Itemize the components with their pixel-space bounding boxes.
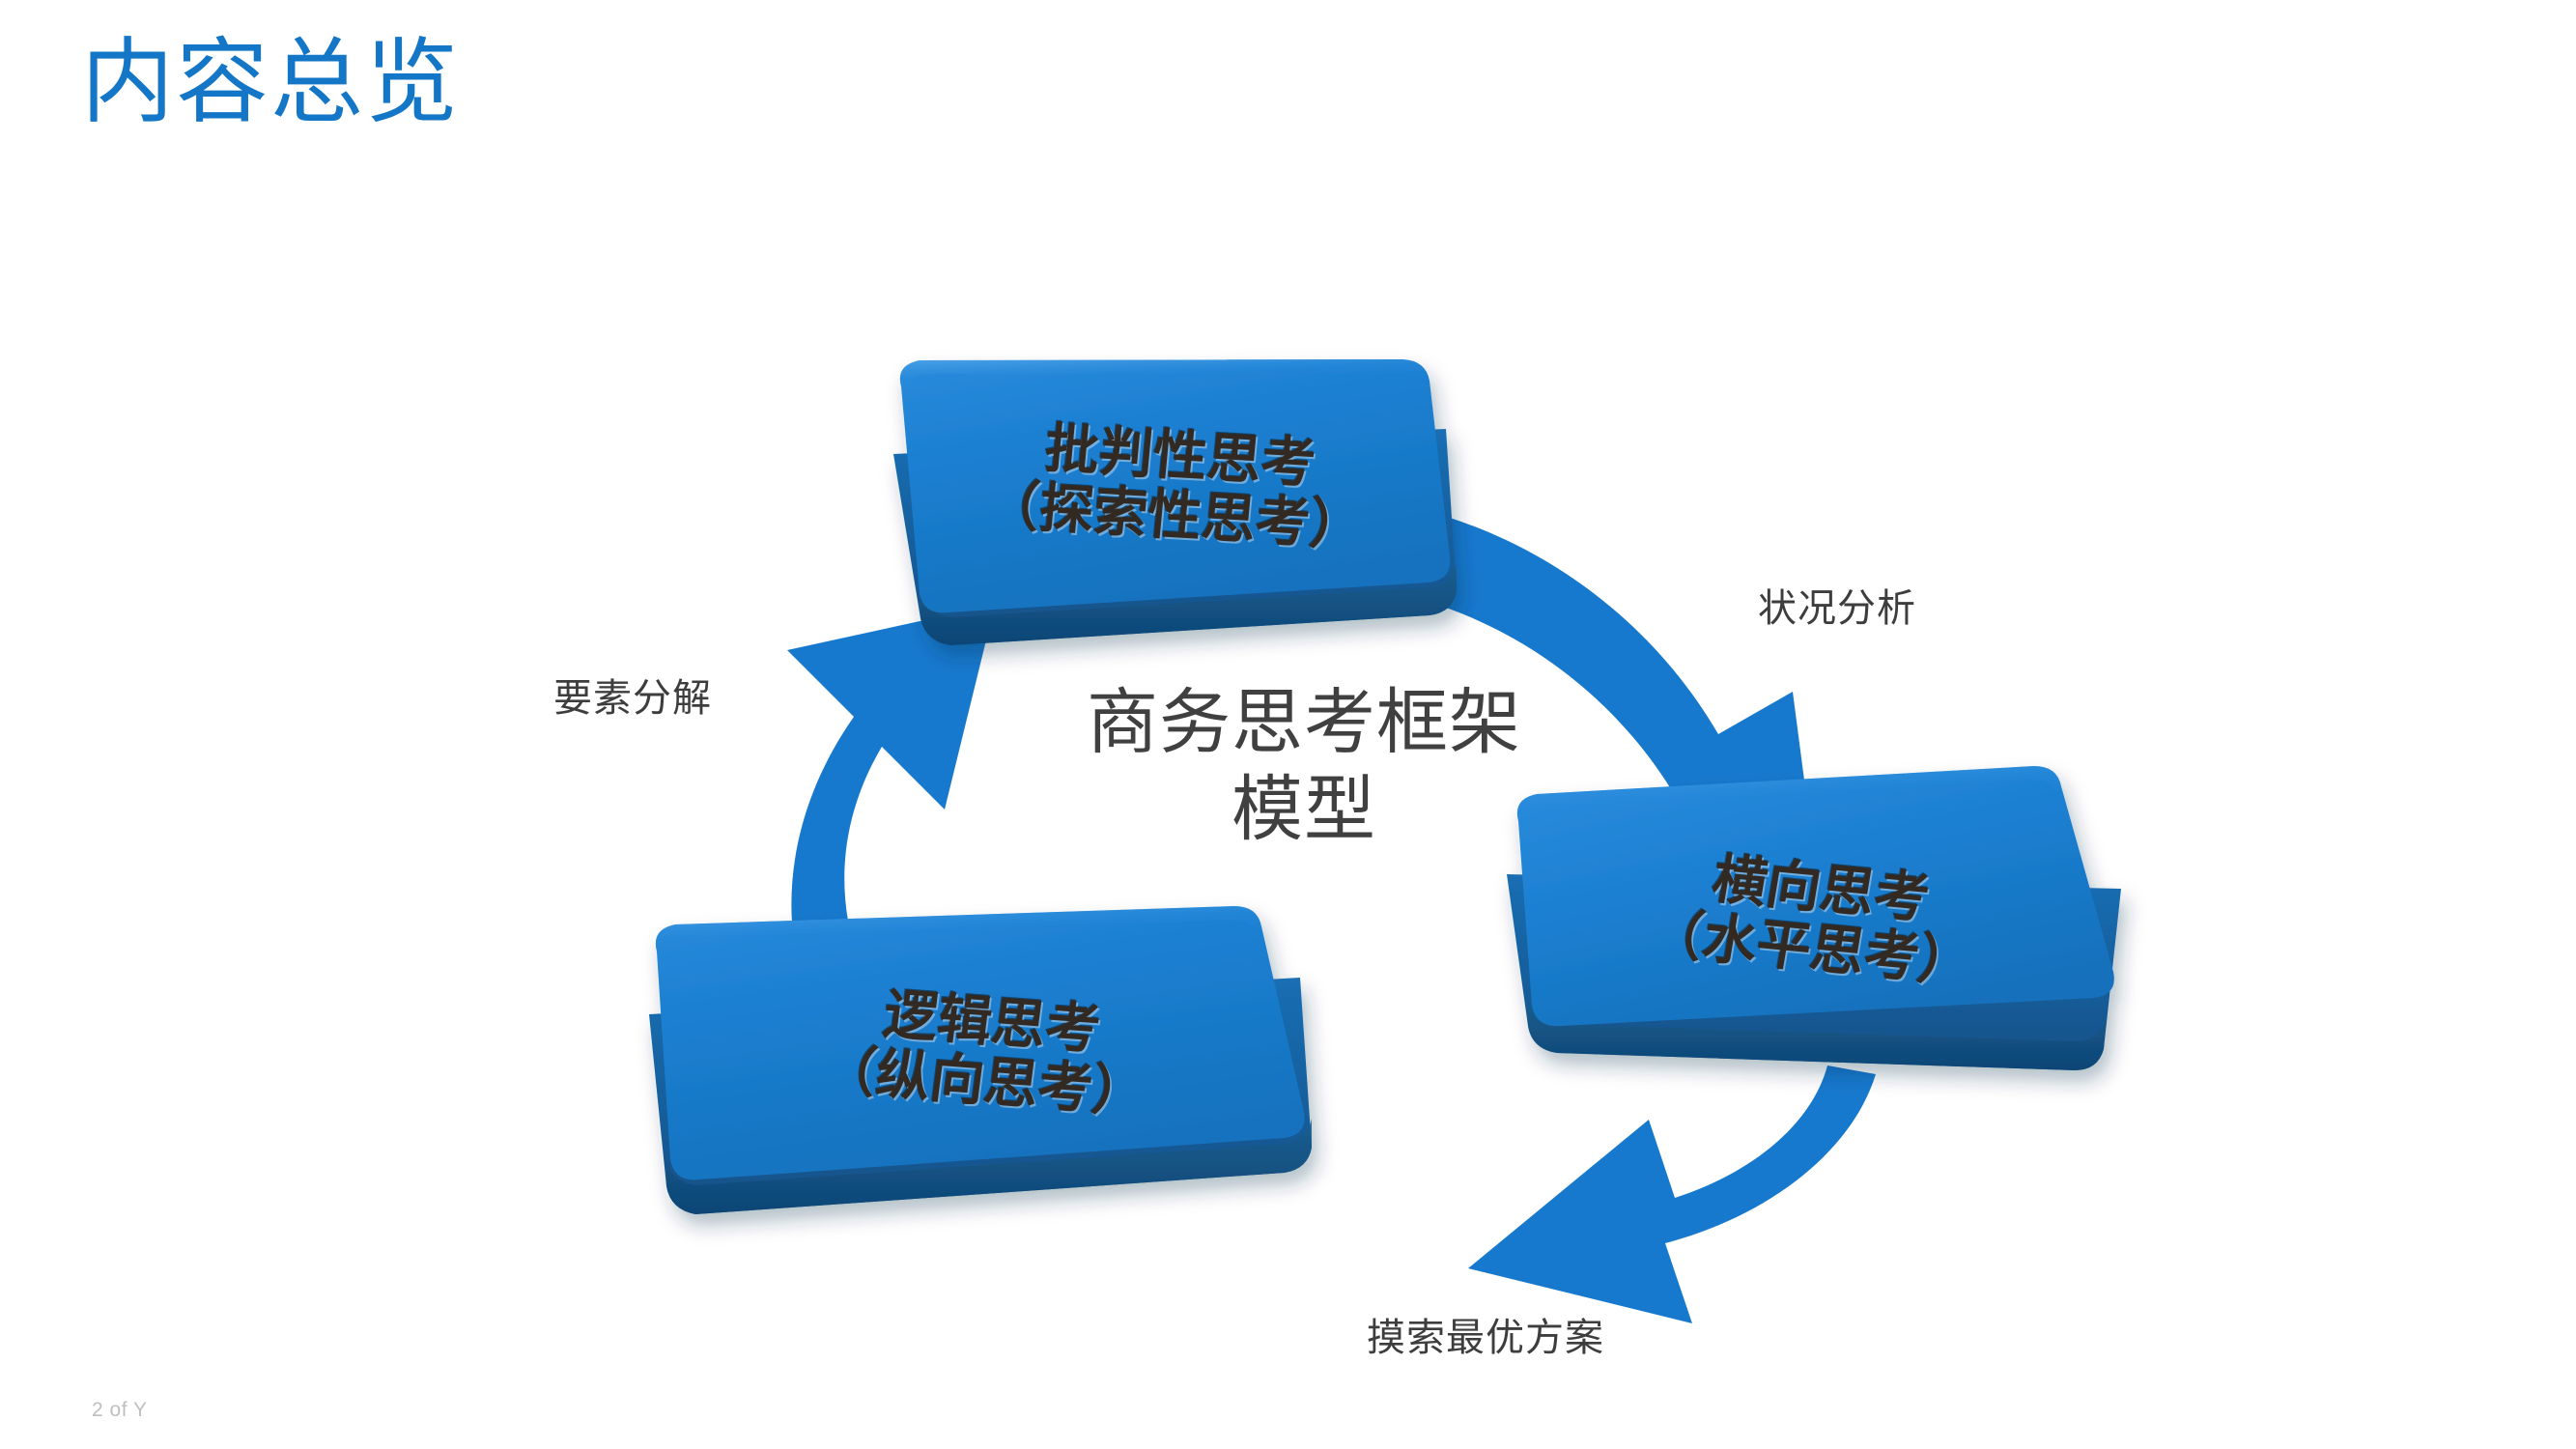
node-critical-thinking[interactable]: 批判性思考 （探索性思考）: [893, 359, 1457, 645]
node-label-logical-thinking: 逻辑思考 （纵向思考）: [674, 937, 1302, 1167]
node-label-critical-thinking: 批判性思考 （探索性思考）: [912, 379, 1443, 593]
connector-arrow-best-solution: [1468, 1065, 1876, 1323]
page-title: 内容总览: [81, 31, 460, 134]
connector-label-best-solution: 摸索最优方案: [1367, 1317, 1604, 1359]
node-label-line2: （水平思考）: [1644, 901, 1978, 994]
node-logical-thinking[interactable]: 逻辑思考 （纵向思考）: [649, 906, 1312, 1214]
slide-number: 2 of Y: [92, 1399, 148, 1421]
connector-label-situation-analysis: 状况分析: [1758, 587, 1916, 630]
node-lateral-thinking[interactable]: 横向思考 （水平思考）: [1507, 766, 2121, 1070]
node-label-lateral-thinking: 横向思考 （水平思考）: [1536, 808, 2096, 1030]
connector-label-factor-breakdown: 要素分解: [553, 677, 712, 720]
node-label-line2: （纵向思考）: [818, 1038, 1150, 1123]
